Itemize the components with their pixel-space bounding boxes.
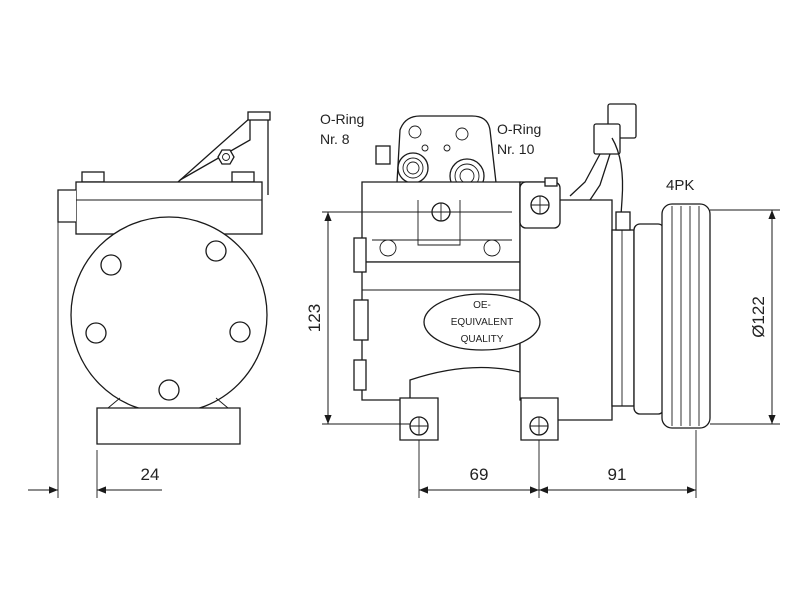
mount-foot-left	[399, 397, 439, 441]
electrical-connector	[569, 103, 637, 231]
badge-line1: OE-	[473, 300, 491, 311]
pulley-label: 4PK	[666, 177, 694, 194]
dimension-height: 123	[305, 211, 410, 425]
oe-quality-badge: OE- EQUIVALENT QUALITY	[423, 293, 541, 351]
oring-8-label-line1: O-Ring	[320, 111, 364, 127]
dimension-91-label: 91	[608, 465, 627, 484]
badge-line2: EQUIVALENT	[451, 317, 514, 328]
dimension-mount-spacing: 69	[418, 440, 540, 498]
dimension-24-label: 24	[141, 465, 160, 484]
oring-10-label-line2: Nr. 10	[497, 141, 535, 157]
badge-line3: QUALITY	[461, 334, 504, 345]
bolt-hole	[85, 322, 107, 344]
dimension-pulley-diameter: Ø122	[710, 209, 780, 425]
oring-8-label-line2: Nr. 8	[320, 131, 350, 147]
side-view: OE- EQUIVALENT QUALITY	[353, 103, 711, 441]
dimension-pulley-offset: 91	[539, 430, 697, 498]
dimension-123-label: 123	[305, 304, 324, 332]
oring-10-label-line1: O-Ring	[497, 121, 541, 137]
pulley	[633, 203, 711, 429]
oring-8-port	[397, 152, 429, 184]
dimension-122-label: Ø122	[749, 296, 768, 338]
bolt-hole	[158, 379, 180, 401]
dimension-69-label: 69	[470, 465, 489, 484]
bolt-hole	[205, 240, 227, 262]
front-view	[57, 111, 271, 445]
bolt-hole	[229, 321, 251, 343]
dimension-width-front: 24	[28, 222, 162, 498]
mount-foot-right	[520, 397, 559, 441]
bolt-hole	[100, 254, 122, 276]
hex-bolt-icon	[217, 149, 235, 165]
